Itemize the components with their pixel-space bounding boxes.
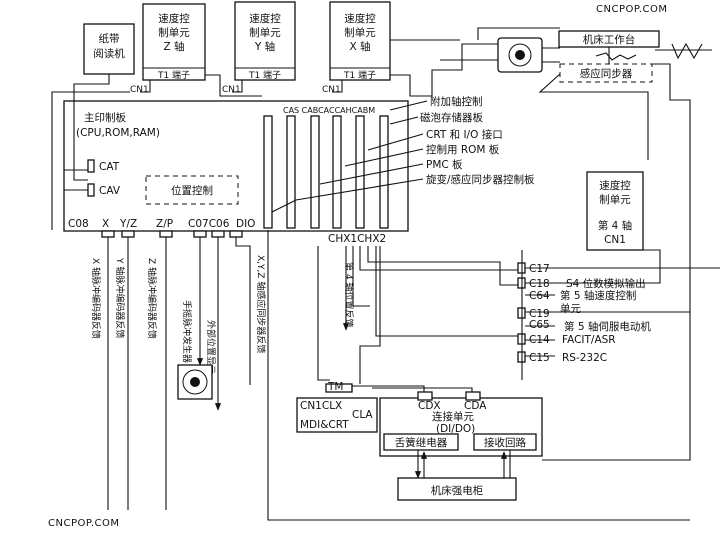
slot-cah bbox=[332, 115, 342, 229]
speed-unit-x: 速度控 制单元 X 轴 T1 端子 CN1 bbox=[322, 1, 391, 95]
chx-label: CHX1CHX2 bbox=[328, 233, 386, 245]
vlabel-x-encoder: X 轴脉冲编码器反馈 bbox=[90, 258, 102, 339]
speed-unit-z-cn1: CN1 bbox=[130, 85, 149, 95]
tape-reader-box: 纸带 阅读机 bbox=[83, 23, 135, 75]
io-cda-label: CDA bbox=[464, 400, 487, 412]
io-receiver-label: 接收回路 bbox=[484, 436, 526, 449]
slot-cas bbox=[263, 115, 273, 229]
fourth-axis-line-2: 制单元 bbox=[599, 193, 631, 206]
machine-table-box: 机床工作台 bbox=[558, 30, 660, 48]
main-board-subtitle: (CPU,ROM,RAM) bbox=[76, 127, 160, 139]
vlabel-handwheel: 手摇脉冲发生器 bbox=[181, 300, 193, 363]
fourth-axis-unit: 速度控 制单元 第 4 轴 CN1 bbox=[586, 171, 644, 251]
fourth-axis-line-3: 第 4 轴 bbox=[598, 219, 632, 232]
speed-unit-z-line-3: Z 轴 bbox=[163, 40, 184, 53]
speed-unit-y-line-2: 制单元 bbox=[249, 26, 281, 39]
board-label-pmc: PMC 板 bbox=[426, 158, 463, 171]
wiring bbox=[51, 27, 720, 521]
servo-motor-icon bbox=[497, 37, 560, 73]
slot-cab bbox=[286, 115, 296, 229]
tape-reader-label-1: 纸带 bbox=[99, 32, 120, 45]
cabinet-label: 机床强电柜 bbox=[431, 484, 484, 497]
speed-unit-z-line-1: 速度控 bbox=[158, 12, 190, 25]
inductosyn-box: 感应同步器 bbox=[559, 63, 653, 83]
port-c15-label: C15 bbox=[529, 352, 550, 364]
io-relay-label: 舌簧继电器 bbox=[395, 436, 448, 449]
board-label-group: 附加轴控制 磁泡存储器板 CRT 和 I/O 接口 控制用 ROM 板 PMC … bbox=[271, 95, 535, 213]
mdi-ports-label: CN1CLX bbox=[300, 400, 342, 412]
port-c65-label: C65 bbox=[529, 319, 550, 331]
main-board: 主印制板 (CPU,ROM,RAM) CAT CAV 位置控制 CAS CABC… bbox=[63, 100, 409, 245]
cav-port-label: CAV bbox=[99, 185, 121, 197]
io-cdx-label: CDX bbox=[418, 400, 441, 412]
position-control-label: 位置控制 bbox=[171, 184, 213, 197]
speed-unit-y-line-1: 速度控 bbox=[249, 12, 281, 25]
fourth-axis-cn1: CN1 bbox=[604, 234, 626, 246]
speed-unit-z-line-2: 制单元 bbox=[158, 26, 190, 39]
speed-unit-z: 速度控 制单元 Z 轴 T1 端子 CN1 bbox=[130, 3, 206, 95]
inductosyn-label: 感应同步器 bbox=[580, 67, 633, 80]
board-label-resolver: 旋变/感应同步器控制板 bbox=[426, 173, 535, 186]
cat-port-label: CAT bbox=[99, 161, 120, 173]
board-label-rom: 控制用 ROM 板 bbox=[426, 143, 500, 156]
speed-unit-x-line-3: X 轴 bbox=[349, 40, 370, 53]
port-c64-desc-2: 单元 bbox=[560, 303, 581, 315]
port-zp-label: Z/P bbox=[156, 218, 173, 230]
port-c08-label: C08 bbox=[68, 218, 89, 230]
slot-header-label: CAS CABCACCAHCABM bbox=[283, 106, 375, 115]
port-dio-label: DIO bbox=[236, 218, 255, 230]
watermark-top: CNCPOP.COM bbox=[596, 4, 667, 15]
speed-unit-x-line-2: 制单元 bbox=[344, 26, 376, 39]
fourth-axis-line-1: 速度控 bbox=[599, 179, 631, 192]
vlabel-inductosyn-feedback: X,Y,Z 轴感应同步器反馈 bbox=[255, 255, 267, 353]
speed-unit-y: 速度控 制单元 Y 轴 T1 端子 CN1 bbox=[222, 1, 296, 95]
mdi-crt-title: MDI&CRT bbox=[300, 419, 349, 431]
port-x-label: X bbox=[102, 218, 109, 230]
board-label-aux-axis: 附加轴控制 bbox=[430, 95, 483, 108]
board-label-bubble-memory: 磁泡存储器板 bbox=[420, 111, 483, 124]
table-linkage bbox=[595, 47, 637, 64]
slot-cab2 bbox=[355, 115, 365, 229]
right-port-group: C17 C18 S4 位数模拟输出 C64 第 5 轴速度控制 单元 C19 C… bbox=[517, 250, 651, 380]
port-c15-desc: RS-232C bbox=[562, 352, 607, 364]
board-label-crt-io: CRT 和 I/O 接口 bbox=[426, 128, 503, 141]
speed-unit-y-terminal: T1 端子 bbox=[248, 69, 281, 81]
slot-cac bbox=[310, 115, 320, 229]
io-unit: CDX CDA 连接单元 (DI/DO) 舌簧继电器 接收回路 bbox=[379, 391, 543, 457]
io-unit-subtitle: (DI/DO) bbox=[436, 423, 475, 435]
speed-unit-z-terminal: T1 端子 bbox=[157, 69, 190, 81]
port-c64-desc: 第 5 轴速度控制 bbox=[560, 289, 636, 302]
port-c17-label: C17 bbox=[529, 263, 550, 275]
machine-table-label: 机床工作台 bbox=[583, 33, 636, 46]
port-c18-label: C18 bbox=[529, 278, 550, 290]
mdi-crt-unit: TM CN1CLX CLA MDI&CRT bbox=[296, 381, 378, 433]
speed-unit-y-cn1: CN1 bbox=[222, 85, 241, 95]
speed-unit-x-line-1: 速度控 bbox=[344, 12, 376, 25]
vlabel-ext-display: 外部位置显示 bbox=[205, 320, 217, 374]
port-c14-desc: FACIT/ASR bbox=[562, 334, 616, 346]
main-board-title: 主印制板 bbox=[84, 111, 126, 124]
speed-unit-x-cn1: CN1 bbox=[322, 85, 341, 95]
port-yz-label: Y/Z bbox=[119, 218, 137, 230]
handwheel-icon bbox=[177, 364, 213, 400]
table-spring-icon bbox=[671, 42, 703, 60]
port-c64-label: C64 bbox=[529, 290, 550, 302]
vlabel-z-encoder: Z 轴脉冲编码器反馈 bbox=[146, 258, 158, 339]
speed-unit-y-line-3: Y 轴 bbox=[254, 40, 275, 53]
speed-unit-x-terminal: T1 端子 bbox=[343, 69, 376, 81]
cabinet-box: 机床强电柜 bbox=[397, 477, 517, 501]
tape-reader-label-2: 阅读机 bbox=[93, 47, 125, 60]
port-c07c06-label: C07C06 bbox=[188, 218, 230, 230]
mdi-tm-label: TM bbox=[327, 381, 343, 393]
mdi-cla-label: CLA bbox=[352, 409, 373, 421]
watermark-bottom: CNCPOP.COM bbox=[48, 518, 119, 529]
port-stubs bbox=[101, 230, 243, 238]
port-c19-label: C19 bbox=[529, 308, 550, 320]
io-unit-title: 连接单元 bbox=[432, 410, 474, 423]
vlabel-y-encoder: Y 轴脉冲编码器反馈 bbox=[114, 257, 126, 338]
port-c65-desc: 第 5 轴伺服电动机 bbox=[564, 320, 651, 333]
vertical-label-group: X 轴脉冲编码器反馈 Y 轴脉冲编码器反馈 Z 轴脉冲编码器反馈 手摇脉冲发生器… bbox=[90, 255, 355, 374]
